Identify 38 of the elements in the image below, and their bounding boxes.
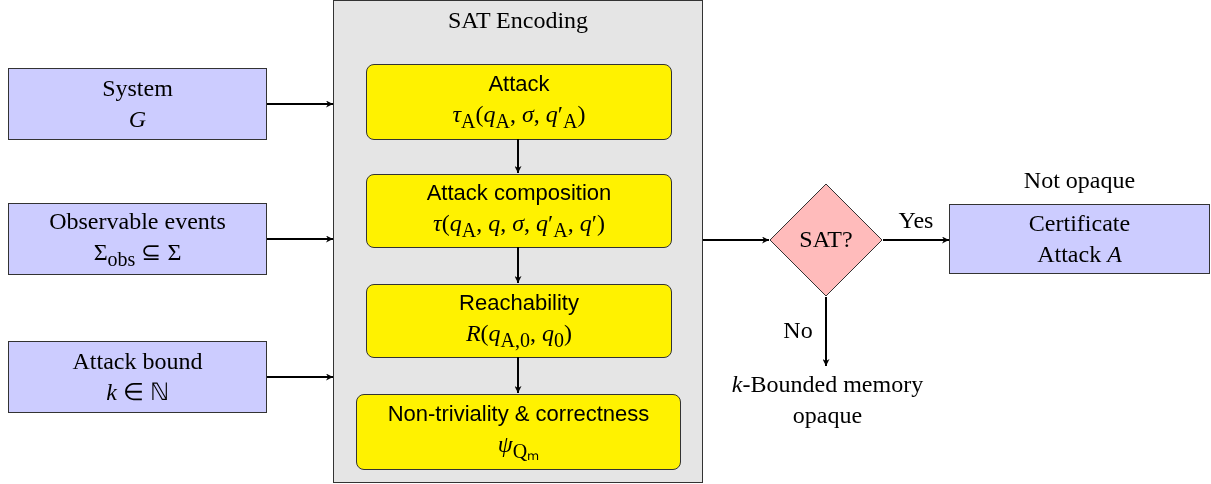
- math-expression: ψ$_{Qₘ}$: [497, 429, 540, 464]
- arrow: [514, 356, 522, 394]
- math-expression: G: [128, 105, 147, 134]
- arrow: [702, 236, 770, 244]
- arrow: [266, 373, 334, 381]
- math-expression: Attack A: [1037, 240, 1122, 269]
- box-title: Attack: [488, 70, 550, 99]
- box-title: Attack composition: [426, 179, 612, 208]
- process-box: [366, 174, 672, 248]
- box-title: Reachability: [459, 289, 579, 318]
- arrow: [266, 235, 334, 243]
- arrow: [514, 246, 522, 284]
- arrow: [882, 236, 950, 244]
- box-title: SAT?: [799, 225, 853, 255]
- math-expression: τ$_{A}$(q$_{A}$, σ, q′$_{A}$): [452, 99, 586, 134]
- arrow: [266, 100, 334, 108]
- box-title: Non-triviality & correctness: [387, 400, 650, 429]
- arrow: [822, 296, 830, 367]
- box-title: Observable events: [49, 207, 226, 236]
- box-title: System: [102, 73, 173, 103]
- box-title: k-Bounded memory opaque: [730, 369, 925, 430]
- math-expression: Σ$_{obs}$ ⊆ Σ: [93, 238, 182, 272]
- panel-title: SAT Encoding: [447, 6, 589, 35]
- input-box: [8, 203, 267, 275]
- box-title: Certificate: [1028, 208, 1131, 238]
- math-expression: τ(q$_{A}$, q, σ, q′$_{A}$, q′): [433, 208, 605, 243]
- arrow: [514, 138, 522, 174]
- box-caption: Not opaque: [1022, 166, 1137, 195]
- box-title: Attack bound: [72, 346, 203, 376]
- encoding-panel: [333, 0, 703, 483]
- process-box: [356, 394, 681, 470]
- input-box: [8, 68, 267, 140]
- decision-diamond: [769, 183, 883, 297]
- math-expression: R(q$_{A,0}$, q$_{0}$): [465, 318, 573, 353]
- input-box: [8, 341, 267, 413]
- math-expression: k ∈ ℕ: [106, 378, 169, 407]
- process-box: [366, 64, 672, 140]
- process-box: [366, 284, 672, 358]
